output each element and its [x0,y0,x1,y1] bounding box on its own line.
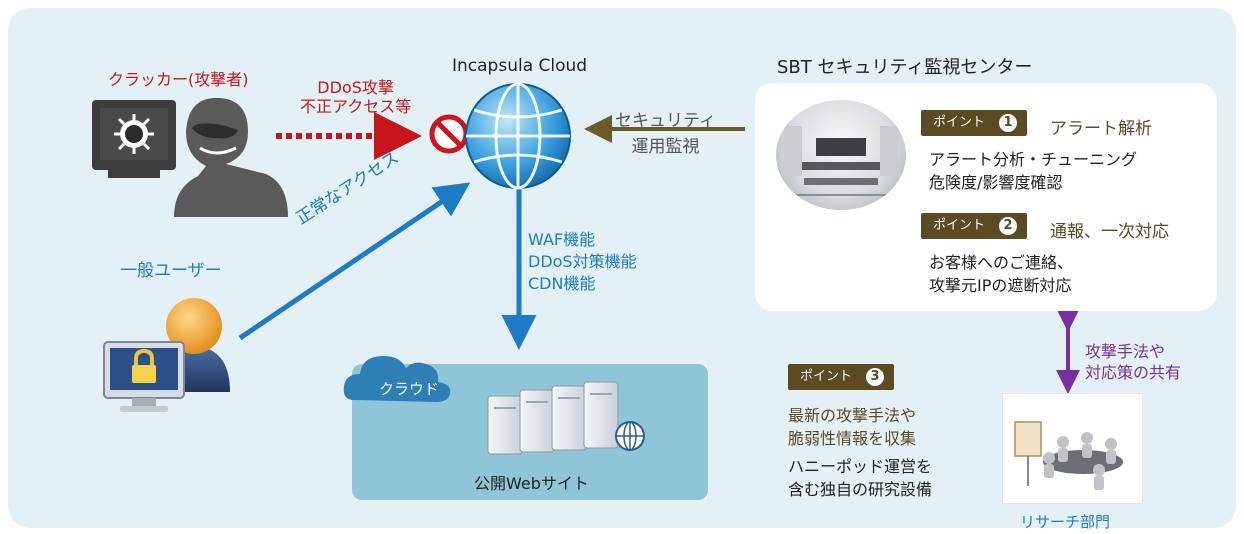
point1-number: 1 [999,113,1018,132]
point3-body-black: ハニーポッド運営を 含む独自の研究設備 [788,455,932,501]
point2-line1: お客様へのご連絡、 [929,253,1074,272]
server-icon [487,381,645,455]
control-room-photo [776,100,906,210]
research-caption: リサーチ部門 [1020,513,1111,531]
point2-body: お客様へのご連絡、 攻撃元IPの遮断対応 [929,251,1073,297]
point3-number: 3 [866,367,885,386]
point3-body-brown: 最新の攻撃手法や 脆弱性情報を収集 [788,404,916,450]
normal-user-title: 一般ユーザー [120,261,222,281]
point1-body: アラート分析・チューニング 危険度/影響度確認 [929,148,1137,194]
cdn-feature: CDN機能 [528,273,596,293]
lock-icon [132,348,156,383]
cracker-icon [92,97,288,217]
point3-line1: 最新の攻撃手法や [788,406,917,425]
web-globe-icon [615,421,645,451]
waf-features: WAF機能 DDoS対策機能 CDN機能 [528,229,637,294]
bug-icon [114,114,154,154]
waf-feature: WAF機能 [528,230,596,249]
normal-access-arrow [238,182,471,341]
share-line1: 攻撃手法や [1085,342,1166,361]
point3-badge-label: ポイント [800,369,853,384]
point3-line2: 脆弱性情報を収集 [788,429,917,449]
point2-line2: 攻撃元IPの遮断対応 [929,276,1072,296]
user-icon [103,298,230,412]
point1-line2: 危険度/影響度確認 [929,173,1063,193]
cloud-name: Incapsula Cloud [452,56,588,76]
point3-line3: ハニーポッド運営を [788,457,933,476]
point2-badge-label: ポイント [933,218,986,233]
point3-badge: ポイント 3 [788,364,895,390]
attacker-title: クラッカー(攻撃者) [108,70,249,89]
point1-badge: ポイント 1 [921,110,1028,136]
security-ops-line2: 運用監視 [631,137,700,158]
research-photo [1002,393,1143,504]
point1-badge-label: ポイント [933,115,986,130]
point3-line4: 含む独自の研究設備 [788,480,933,500]
web-caption: 公開Webサイト [474,474,589,493]
cloud-icon [343,356,451,402]
share-label: 攻撃手法や 対応策の共有 [1085,342,1181,384]
globe-icon [465,82,571,190]
security-ops-label: セキュリティ 運用監視 [615,108,716,161]
attack-label-line2: 不正アクセス等 [300,97,412,117]
soc-title: SBT セキュリティ監視センター [777,57,1033,78]
point2-title: 通報、一次対応 [1050,222,1169,242]
attack-label: DDoS攻撃 不正アクセス等 [300,78,411,116]
meeting-icon [1014,421,1123,490]
cloud-tag: クラウド [379,380,440,398]
point2-badge: ポイント 2 [921,213,1028,239]
point2-number: 2 [999,216,1018,235]
security-ops-line1: セキュリティ [615,111,716,131]
share-line2: 対応策の共有 [1085,362,1182,382]
ddos-feature: DDoS対策機能 [528,251,637,271]
point1-line1: アラート分析・チューニング [929,150,1138,169]
point1-title: アラート解析 [1050,119,1152,139]
attack-label-line1: DDoS攻撃 [317,78,394,97]
